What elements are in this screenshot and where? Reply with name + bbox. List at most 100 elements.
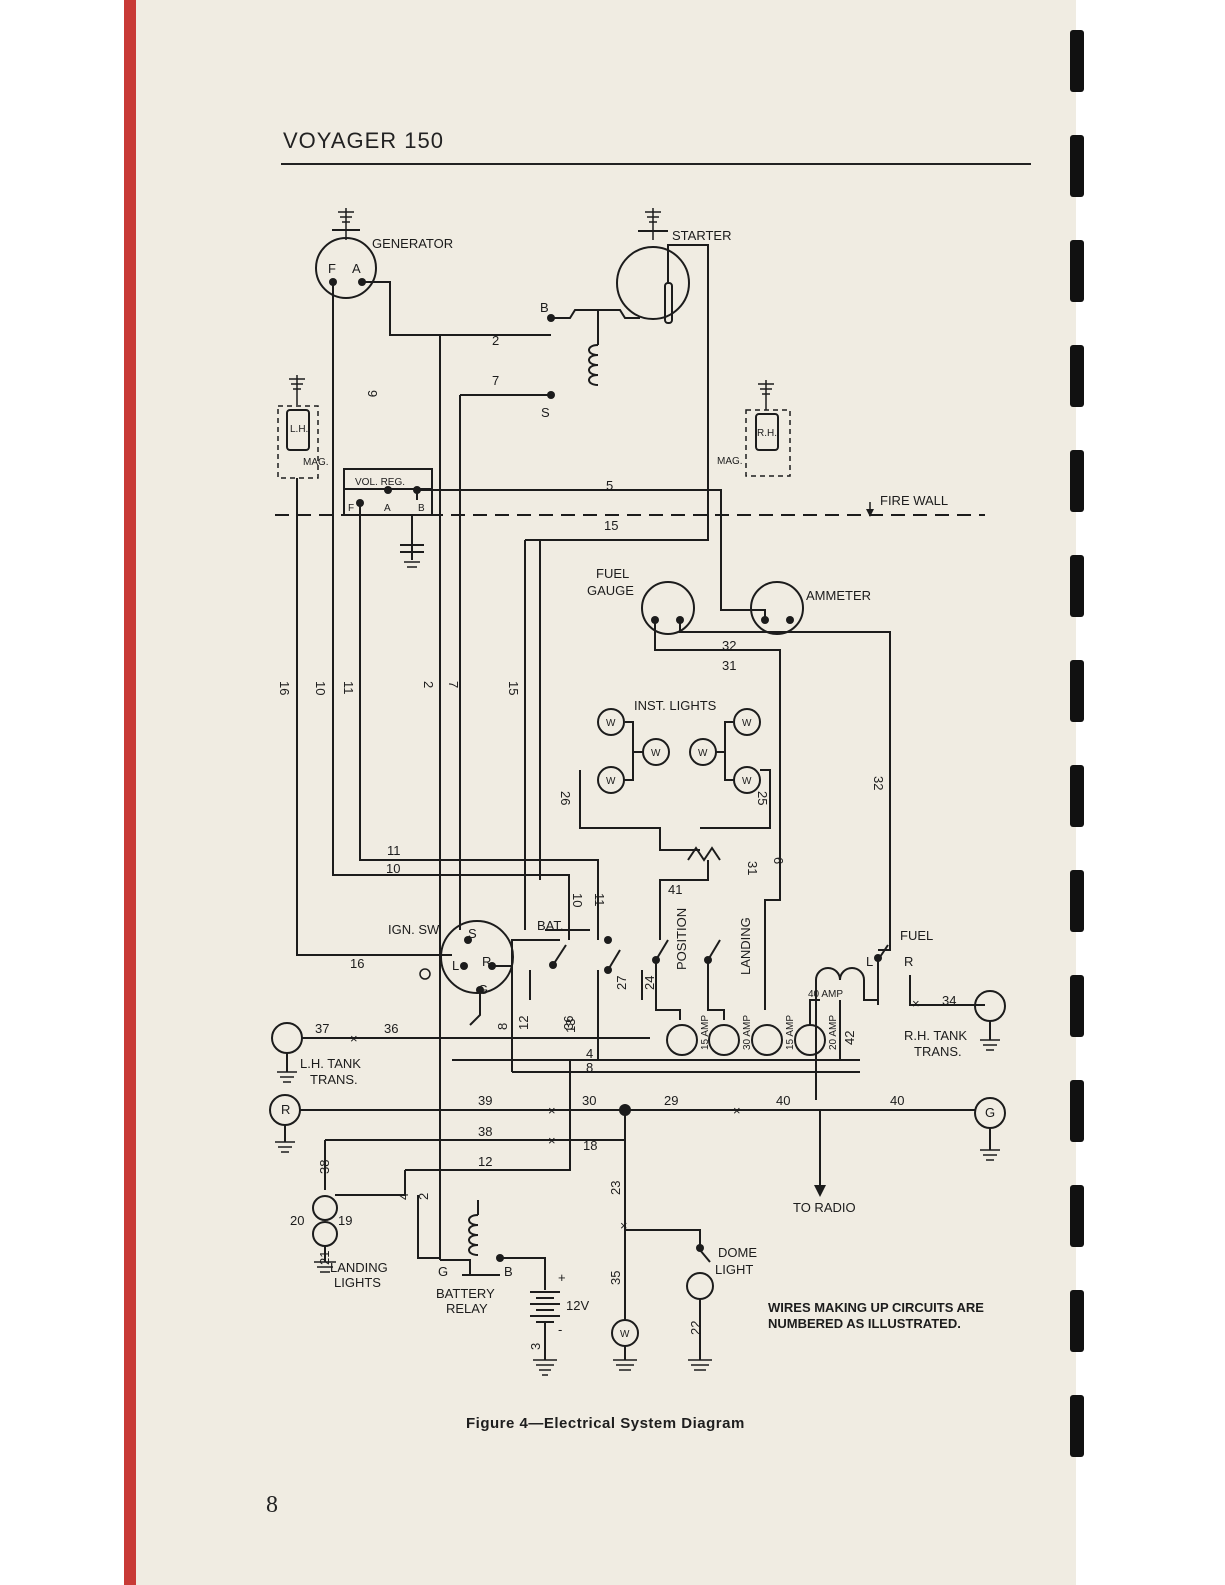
- fuel-l-label: L: [866, 954, 873, 969]
- gen-a-label: A: [352, 261, 361, 276]
- wire-num: 32: [722, 638, 736, 653]
- binding-hole: [1070, 1185, 1084, 1247]
- lamp-w: W: [620, 1329, 630, 1340]
- wire-num: 11: [387, 843, 401, 858]
- splice-mark: ×: [548, 1103, 556, 1118]
- binding-hole: [1070, 765, 1084, 827]
- relay-g-label: G: [438, 1264, 448, 1279]
- wire-num: 10: [570, 893, 585, 907]
- binding-hole: [1070, 345, 1084, 407]
- wire-num: 35: [608, 1271, 623, 1285]
- reg-f-label: F: [348, 503, 354, 514]
- wire-num: 6: [771, 857, 786, 864]
- battery-minus: -: [558, 1322, 562, 1337]
- wire-numbering-note: WIRES MAKING UP CIRCUITS ARE NUMBERED AS…: [768, 1300, 984, 1331]
- wire-num: 20: [290, 1213, 304, 1228]
- starter-solenoid: [547, 309, 640, 399]
- lh-tank-transmitter: [271, 1022, 650, 1083]
- splice-mark: ×: [620, 1218, 628, 1233]
- starter: [616, 208, 709, 380]
- binding-hole: [1070, 1395, 1084, 1457]
- wire-num: 31: [722, 658, 736, 673]
- wire-num: 8: [586, 1060, 593, 1075]
- lh-tank-label-2: TRANS.: [310, 1072, 358, 1087]
- position-label: POSITION: [674, 908, 689, 970]
- wire-num: 23: [608, 1181, 623, 1195]
- reg-b-label: B: [418, 503, 425, 514]
- amp20-label: 20 AMP: [828, 1015, 839, 1050]
- lh-tank-label-1: L.H. TANK: [300, 1056, 361, 1071]
- figure-caption: Figure 4—Electrical System Diagram: [466, 1415, 745, 1432]
- wire-num: 25: [755, 791, 770, 805]
- wire-num: 16: [350, 956, 364, 971]
- lh-magneto: [277, 375, 319, 479]
- rh-tank-label-1: R.H. TANK: [904, 1028, 967, 1043]
- lamp-w: W: [651, 748, 661, 759]
- landing-lights-label-2: LIGHTS: [334, 1275, 381, 1290]
- landing-lights-label-1: LANDING: [330, 1260, 388, 1275]
- binding-edge: [0, 0, 136, 1585]
- binding-hole: [1070, 975, 1084, 1037]
- wire-num: 7: [492, 373, 499, 388]
- wire-num: 11: [592, 893, 607, 907]
- binding-hole: [1070, 240, 1084, 302]
- rh-magneto: [745, 380, 791, 477]
- r-circle-label: R: [281, 1102, 290, 1117]
- binding-hole: [1070, 1080, 1084, 1142]
- wire-num: 2: [421, 681, 436, 688]
- wire-num: 40: [890, 1093, 904, 1108]
- amp15b-label: 15 AMP: [785, 1015, 796, 1050]
- wire-num: 22: [688, 1321, 703, 1335]
- wire-num: 11: [341, 681, 356, 695]
- binding-hole: [1070, 135, 1084, 197]
- lamp-w: W: [606, 776, 616, 787]
- wire-num: 27: [614, 976, 629, 990]
- rh-mag-bottom: MAG.: [717, 456, 743, 467]
- main-bus: × × × × × ×: [269, 966, 1006, 1280]
- generator: [315, 208, 377, 299]
- ign-l-label: L: [452, 958, 459, 973]
- wire-num: 36: [384, 1021, 398, 1036]
- inst-lights-label: INST. LIGHTS: [634, 698, 717, 713]
- wire-num: 4: [396, 1193, 411, 1200]
- splice-mark: ×: [912, 996, 920, 1011]
- wire-num: 2: [492, 333, 499, 348]
- generator-label: GENERATOR: [372, 236, 453, 251]
- wire-num: 12: [478, 1154, 492, 1169]
- binding-hole: [1070, 1290, 1084, 1352]
- binding-hole: [1070, 450, 1084, 512]
- fuel-gauge-label-1: FUEL: [596, 566, 629, 581]
- wire-num: 7: [446, 681, 461, 688]
- wire-num: 16: [277, 681, 292, 695]
- landing-label: LANDING: [738, 917, 753, 975]
- starter-label: STARTER: [672, 228, 731, 243]
- splice-mark: ×: [733, 1103, 741, 1118]
- wire-num: 42: [842, 1031, 857, 1045]
- wire-num: 10: [386, 861, 400, 876]
- page-header-title: VOYAGER 150: [283, 128, 444, 153]
- battery-plus: +: [558, 1270, 566, 1285]
- wire-harness: [296, 281, 891, 1260]
- binding-hole: [1070, 660, 1084, 722]
- wire-num: 15: [506, 681, 521, 695]
- ignition-switch: [419, 920, 560, 1026]
- amp15a-label: 15 AMP: [700, 1015, 711, 1050]
- wire-num: 10: [313, 681, 328, 695]
- dome-light-label-2: LIGHT: [715, 1262, 753, 1277]
- ign-r-label: R: [482, 954, 491, 969]
- lamp-w: W: [698, 748, 708, 759]
- wire-num: 40: [776, 1093, 790, 1108]
- wire-num: 5: [606, 478, 613, 493]
- dome-light: [625, 1229, 714, 1371]
- wire-num: 30: [582, 1093, 596, 1108]
- bat-switch-label: BAT.: [537, 918, 564, 933]
- wire-num: 24: [642, 976, 657, 990]
- page-number: 8: [266, 1492, 278, 1518]
- landing-lights: [312, 1195, 338, 1273]
- lamp-w: W: [742, 776, 752, 787]
- to-radio-label: TO RADIO: [793, 1200, 856, 1215]
- wire-num: 38: [478, 1124, 492, 1139]
- wire-num: 18: [583, 1138, 597, 1153]
- ign-sw-label: IGN. SW.: [388, 922, 442, 937]
